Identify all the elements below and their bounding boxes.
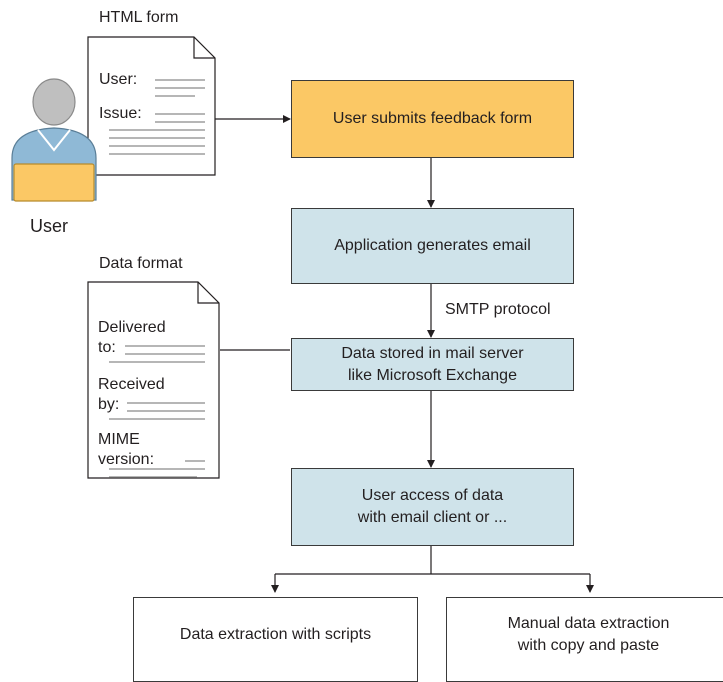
delivered-to-label: Delivered to:	[98, 319, 166, 356]
html-form-document-icon	[87, 36, 216, 176]
submit-feedback-label: User submits feedback form	[332, 110, 533, 127]
received-by-label: Received by:	[98, 376, 165, 413]
user-icon	[11, 78, 97, 202]
generate-email-label: Application generates email	[334, 237, 531, 254]
user-label: User	[30, 216, 69, 236]
mail-server-step: Data stored in mail server like Microsof…	[291, 338, 574, 391]
data-format-document-icon	[87, 281, 220, 479]
user-access-label: User access of data with email client or…	[357, 487, 508, 526]
submit-feedback-step: User submits feedback form	[291, 80, 574, 158]
smtp-protocol-label: SMTP protocol	[445, 301, 551, 318]
script-extraction-label: Data extraction with scripts	[179, 625, 372, 643]
html-form-title: HTML form	[99, 9, 179, 26]
html-form-user-label: User:	[99, 71, 138, 88]
html-form-issue-label: Issue:	[99, 105, 142, 122]
script-extraction-step: Data extraction with scripts	[133, 597, 418, 682]
generate-email-step: Application generates email	[291, 208, 574, 284]
mail-server-label: Data stored in mail server like Microsof…	[341, 344, 524, 384]
data-format-title: Data format	[99, 255, 183, 272]
manual-extraction-step: Manual data extraction with copy and pas…	[446, 597, 723, 682]
mime-version-label: MIME version:	[98, 431, 155, 468]
manual-extraction-label: Manual data extraction with copy and pas…	[507, 614, 670, 654]
user-access-step: User access of data with email client or…	[291, 468, 574, 546]
